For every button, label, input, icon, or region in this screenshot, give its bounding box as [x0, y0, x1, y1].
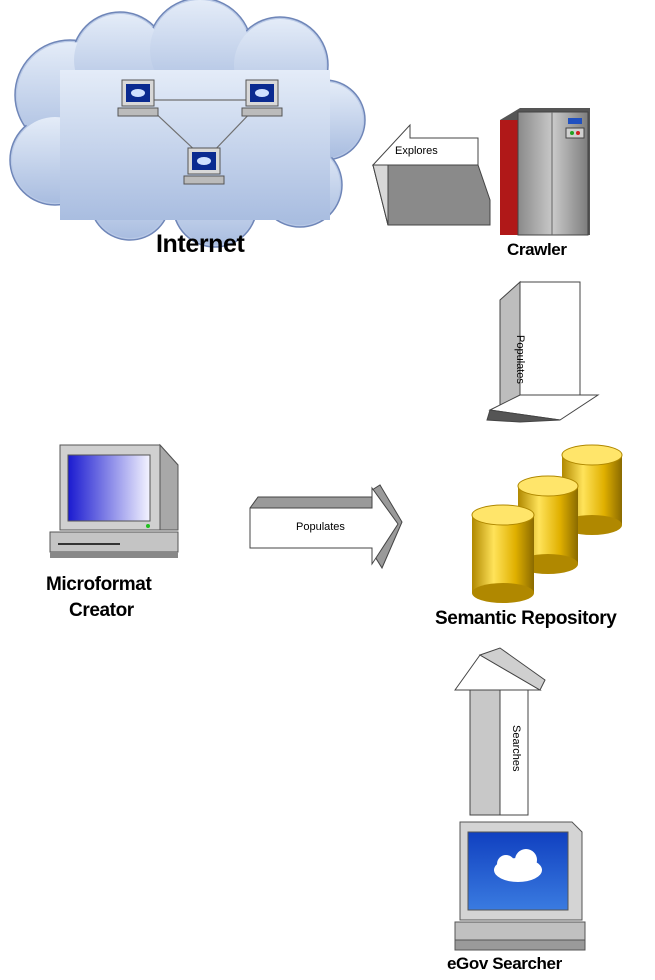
cloud-computer-icon — [241, 79, 283, 117]
microformat-creator-label-line1: Microformat — [46, 574, 152, 595]
cloud-computer-icon — [183, 147, 225, 185]
cloud-computer-icon — [117, 79, 159, 117]
creator-populates-arrow — [249, 484, 403, 570]
microformat-creator-label-line2: Creator — [69, 600, 134, 621]
internet-cloud — [9, 0, 366, 248]
server-icon — [500, 108, 590, 236]
creator-populates-label: Populates — [296, 521, 345, 533]
crawler-populates-label: Populates — [514, 335, 526, 384]
crawler-label: Crawler — [507, 240, 567, 259]
searches-arrow — [454, 647, 546, 816]
searches-label: Searches — [510, 725, 522, 772]
semantic-repository-label: Semantic Repository — [435, 608, 617, 629]
search-computer-icon — [454, 821, 586, 951]
internet-label: Internet — [156, 230, 245, 258]
database-cylinder-icon — [471, 504, 535, 603]
explores-label: Explores — [395, 145, 438, 157]
explores-arrow — [371, 123, 491, 226]
crawler-populates-arrow — [486, 280, 600, 423]
desktop-computer-icon — [49, 443, 179, 558]
egov-searcher-label: eGov Searcher — [447, 954, 562, 973]
